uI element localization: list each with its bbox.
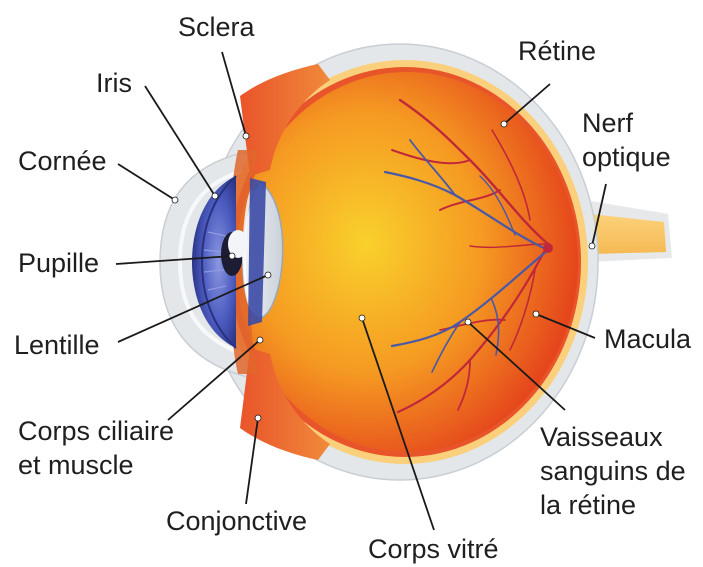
label-vaisseaux-line1: Vaisseaux <box>540 422 663 452</box>
label-corps-ciliaire-line2: et muscle <box>18 450 134 480</box>
vitreous-body <box>236 72 578 452</box>
label-sclera: Sclera <box>178 12 256 42</box>
label-conjonctive: Conjonctive <box>166 506 307 536</box>
leader-cornee <box>118 164 175 200</box>
label-lentille: Lentille <box>14 330 100 360</box>
label-corps-ciliaire-line1: Corps ciliaire <box>18 416 174 446</box>
label-nerf-line2: optique <box>582 142 671 172</box>
label-vaisseaux-line2: sanguins de <box>540 456 686 486</box>
leader-iris <box>145 86 215 196</box>
label-cornee: Cornée <box>18 146 107 176</box>
label-macula: Macula <box>604 324 692 354</box>
label-iris: Iris <box>96 68 132 98</box>
label-pupille: Pupille <box>18 248 99 278</box>
label-corps-vitre: Corps vitré <box>368 534 499 564</box>
label-retine: Rétine <box>518 36 596 66</box>
leader-sclera <box>222 52 246 136</box>
label-nerf-line1: Nerf <box>582 108 634 138</box>
label-vaisseaux-line3: la rétine <box>540 490 636 520</box>
